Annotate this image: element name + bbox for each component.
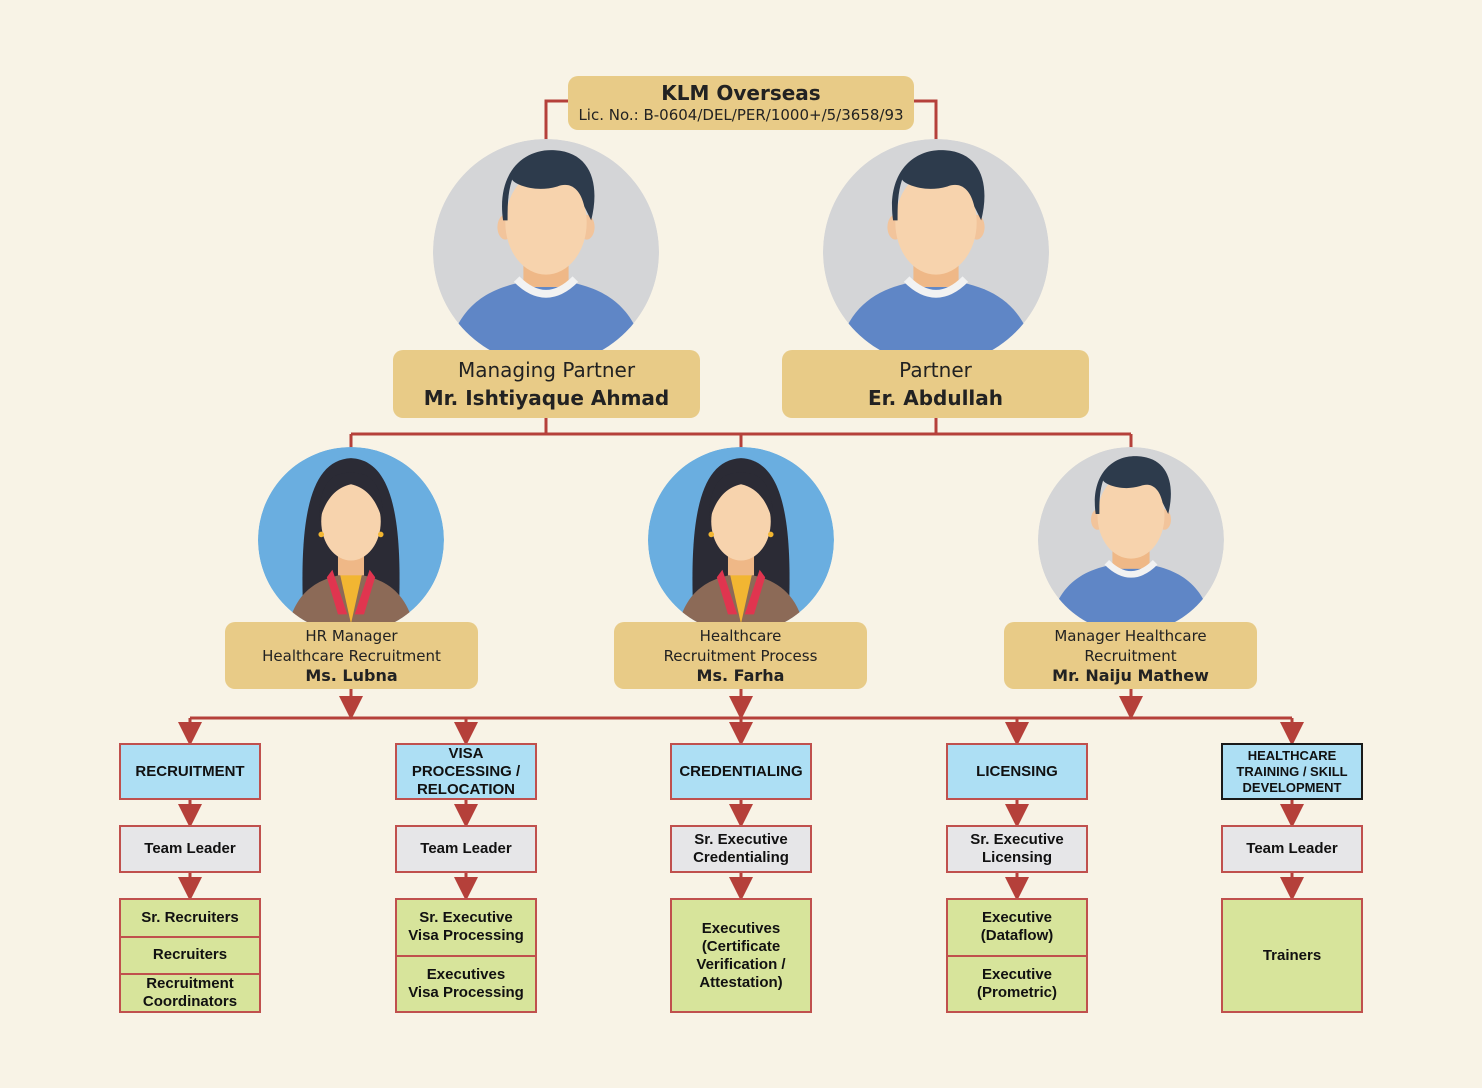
staff-stack: Executive (Dataflow)Executive (Prometric… (946, 898, 1088, 1013)
lead-box: Team Leader (119, 825, 261, 873)
department-box: LICENSING (946, 743, 1088, 800)
role: Partner (899, 358, 972, 382)
lead-box: Sr. Executive Licensing (946, 825, 1088, 873)
staff-stack: Executives (Certificate Verification / A… (670, 898, 812, 1013)
manager-box: Healthcare Recruitment Process Ms. Farha (614, 622, 867, 689)
role: Managing Partner (457, 358, 636, 382)
person-name: Ms. Farha (696, 665, 785, 685)
department-box: RECRUITMENT (119, 743, 261, 800)
role: Healthcare Recruitment (262, 646, 441, 665)
company-box: KLM Overseas Lic. No.: B-0604/DEL/PER/10… (568, 76, 914, 130)
person-name: Ms. Lubna (305, 665, 398, 685)
manager-box: Manager Healthcare Recruitment Mr. Naiju… (1004, 622, 1257, 689)
manager-box: HR Manager Healthcare Recruitment Ms. Lu… (225, 622, 478, 689)
company-name: KLM Overseas (661, 81, 821, 105)
staff-cell: Recruiters (121, 937, 259, 975)
female-avatar-icon (258, 447, 444, 642)
partner-box: Managing Partner Mr. Ishtiyaque Ahmad (393, 350, 700, 418)
staff-cell: Executive (Dataflow) (948, 900, 1086, 957)
role: Manager Healthcare (1054, 626, 1207, 645)
male-avatar-icon (1038, 447, 1224, 642)
staff-cell: Trainers (1223, 900, 1361, 1011)
male-avatar-icon (823, 139, 1049, 376)
person-name: Er. Abdullah (867, 386, 1004, 410)
department-box: HEALTHCARE TRAINING / SKILL DEVELOPMENT (1221, 743, 1363, 800)
staff-stack: Trainers (1221, 898, 1363, 1013)
role: Recruitment Process (663, 646, 818, 665)
license-number: Lic. No.: B-0604/DEL/PER/1000+/5/3658/93 (578, 106, 904, 124)
staff-cell: Executive (Prometric) (948, 956, 1086, 1011)
staff-cell: Sr. Executive Visa Processing (397, 900, 535, 957)
lead-box: Team Leader (1221, 825, 1363, 873)
department-box: CREDENTIALING (670, 743, 812, 800)
staff-cell: Sr. Recruiters (121, 900, 259, 938)
role: Healthcare (699, 626, 782, 645)
person-name: Mr. Naiju Mathew (1052, 665, 1209, 685)
role: HR Manager (305, 626, 398, 645)
partner-box: Partner Er. Abdullah (782, 350, 1089, 418)
lead-box: Sr. Executive Credentialing (670, 825, 812, 873)
staff-cell: Executives Visa Processing (397, 956, 535, 1011)
lead-box: Team Leader (395, 825, 537, 873)
department-box: VISA PROCESSING / RELOCATION (395, 743, 537, 800)
person-name: Mr. Ishtiyaque Ahmad (423, 386, 670, 410)
male-avatar-icon (433, 139, 659, 376)
role: Recruitment (1084, 646, 1177, 665)
female-avatar-icon (648, 447, 834, 642)
staff-cell: Executives (Certificate Verification / A… (672, 900, 810, 1011)
staff-cell: Recruitment Coordinators (121, 975, 259, 1011)
